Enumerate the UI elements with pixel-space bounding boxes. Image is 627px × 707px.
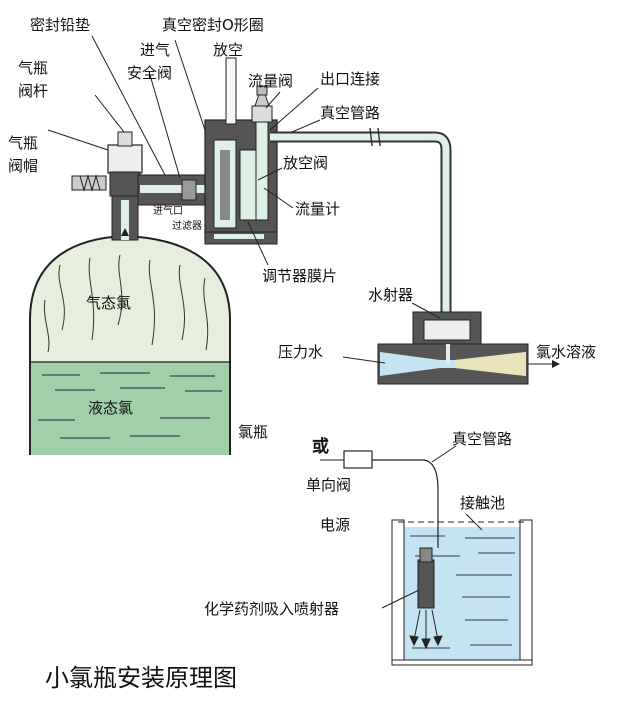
vacuum-pipe-bottom-label: 真空管路 (452, 430, 512, 448)
flowmeter-tube (255, 119, 269, 221)
ejector-throat (446, 344, 450, 364)
cylinder-valve-stem-label-1: 气瓶 (18, 59, 48, 77)
regulator-diaphragm-label: 调节器膜片 (262, 267, 337, 285)
vent-valve-label: 放空阀 (283, 154, 328, 172)
contact-tank-label: 接触池 (460, 494, 505, 512)
diagram-title: 小氯瓶安装原理图 (45, 664, 237, 692)
liquid-chlorine-label: 液态氯 (88, 399, 133, 417)
valve-stem-top (117, 131, 133, 147)
cylinder-valve-cap-label-1: 气瓶 (8, 134, 38, 152)
chlorine-cylinder: 气态氯 液态氯 氯瓶 (29, 234, 268, 455)
labels: 密封铅垫 气瓶 阀杆 气瓶 阀帽 进气 安全阀 真空密封O形圈 放空 流量阀 出… (8, 16, 596, 692)
ejector-check-chamber (423, 319, 471, 341)
valve-cap (107, 144, 143, 174)
tank-water-lines (410, 535, 515, 649)
vacuum-line-lower (372, 459, 439, 548)
or-label: 或 (312, 436, 329, 457)
gaseous-chlorine-label: 气态氯 (86, 294, 131, 312)
base-channel (214, 234, 264, 239)
chlorine-solution-label: 氯水溶液 (536, 343, 596, 361)
liquid-strokes (38, 372, 222, 439)
vacuum-pipe-top-label: 真空管路 (320, 104, 380, 122)
flowmeter-label: 流量计 (295, 200, 340, 218)
check-valve-label: 单向阀 (306, 476, 351, 494)
inlet-filter-label-1: 进气口 (153, 204, 183, 217)
inlet-safety-valve-label-1: 进气 (140, 41, 170, 59)
cylinder-valve-stem-label-2: 阀杆 (18, 82, 48, 100)
suction-ejector-body (417, 559, 435, 609)
pressure-water-label: 压力水 (278, 343, 323, 361)
leader-lines (47, 35, 483, 609)
vacuum-pipe-top (270, 127, 452, 315)
ejector-mixed-flow (455, 352, 526, 376)
flow-valve-label: 流量阀 (248, 72, 293, 90)
inlet-bore (140, 185, 218, 193)
regulator-spring (220, 150, 230, 220)
inlet-filter (181, 179, 197, 201)
contact-tank (391, 519, 533, 666)
pipe-break-left (369, 127, 373, 147)
solution-outlet-arrow (528, 360, 560, 368)
check-valve-line (320, 450, 439, 548)
outlet-connection-label: 出口连接 (320, 70, 380, 88)
water-ejector (377, 311, 529, 385)
vent-label: 放空 (213, 41, 243, 59)
knob-spring (79, 174, 101, 192)
vent-tube (225, 57, 237, 125)
neck-arrow (121, 228, 129, 236)
flow-valve-knob (254, 93, 270, 107)
tank-wall-right (519, 519, 533, 663)
chlorine-cylinder-label: 氯瓶 (238, 423, 268, 441)
check-valve-box (343, 450, 373, 469)
regulator (137, 57, 278, 245)
sealing-gasket-label: 密封铅垫 (30, 16, 90, 34)
cylinder-liquid-region (30, 362, 230, 455)
flow-valve-body (251, 105, 273, 123)
chemical-suction-ejector-label: 化学药剂吸入喷射器 (204, 600, 339, 618)
neck-bore (121, 200, 129, 240)
cylinder-valve (71, 131, 143, 241)
power-supply-label: 电源 (320, 516, 350, 534)
tank-wall-left (391, 519, 405, 663)
pipe-break-right (377, 127, 381, 147)
tank-floor (391, 659, 533, 666)
cylinder-valve-cap-label-2: 阀帽 (8, 157, 38, 175)
flow-valve-head (256, 85, 268, 96)
spray-arrows (409, 609, 443, 650)
gas-wisps (43, 254, 209, 353)
suction-ejector-head (419, 547, 433, 563)
vacuum-seal-oring-label: 真空密封O形圈 (162, 16, 264, 34)
inlet-safety-valve-label-2: 安全阀 (127, 64, 172, 82)
water-ejector-label: 水射器 (368, 286, 413, 304)
inlet-filter-label-2: 过滤器 (172, 219, 202, 232)
valve-body (109, 171, 141, 197)
